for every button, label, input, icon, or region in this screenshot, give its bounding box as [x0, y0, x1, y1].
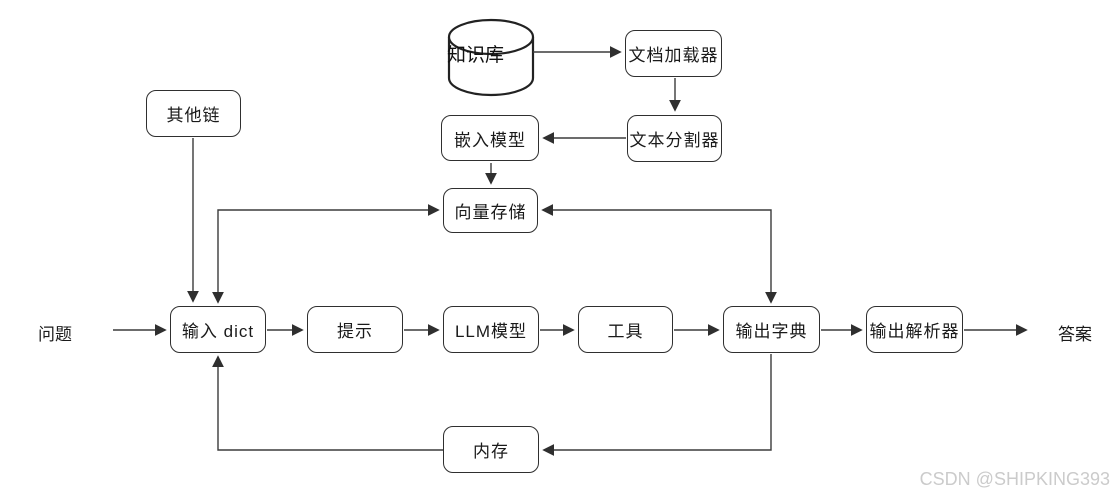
node-other-chain-label: 其他链 — [166, 106, 221, 125]
edge-input-dict-vector-store-bidirectional — [212, 204, 440, 304]
node-input-dict: 输入 dict — [170, 306, 266, 353]
node-vector-store-label: 向量存储 — [454, 203, 527, 222]
node-output-parser: 输出解析器 — [866, 306, 963, 353]
node-output-dict: 输出字典 — [723, 306, 820, 353]
node-memory-label: 内存 — [473, 442, 509, 461]
node-memory: 内存 — [443, 426, 539, 473]
node-embedding-model: 嵌入模型 — [441, 115, 539, 161]
node-input-dict-label: 输入 dict — [181, 322, 255, 341]
edge-output-dict-vector-store-bidirectional — [541, 204, 777, 304]
node-doc-loader: 文档加载器 — [625, 30, 722, 77]
node-output-parser-label: 输出解析器 — [869, 322, 960, 341]
node-llm-model: LLM模型 — [443, 306, 539, 353]
node-prompt: 提示 — [307, 306, 403, 353]
node-llm-model-label: LLM模型 — [454, 322, 528, 341]
node-embedding-model-label: 嵌入模型 — [454, 130, 526, 150]
node-text-splitter: 文本分割器 — [627, 115, 722, 162]
node-text-splitter-label: 文本分割器 — [629, 131, 720, 150]
csdn-watermark: CSDN @SHIPKING393 — [919, 469, 1110, 489]
node-knowledge-base-label: 知识库 — [447, 45, 505, 66]
node-vector-store: 向量存储 — [443, 188, 538, 233]
edge-output-dict-to-memory — [542, 354, 772, 456]
node-prompt-label: 提示 — [337, 322, 373, 341]
node-doc-loader-label: 文档加载器 — [628, 46, 719, 65]
node-tools-label: 工具 — [607, 322, 644, 341]
edge-memory-to-input-dict — [212, 355, 443, 451]
question-label: 问题 — [38, 325, 72, 344]
node-tools: 工具 — [578, 306, 673, 353]
knowledge-base-cylinder — [447, 18, 535, 97]
node-other-chain: 其他链 — [146, 90, 241, 137]
node-output-dict-label: 输出字典 — [735, 322, 808, 341]
answer-label: 答案 — [1058, 325, 1092, 344]
